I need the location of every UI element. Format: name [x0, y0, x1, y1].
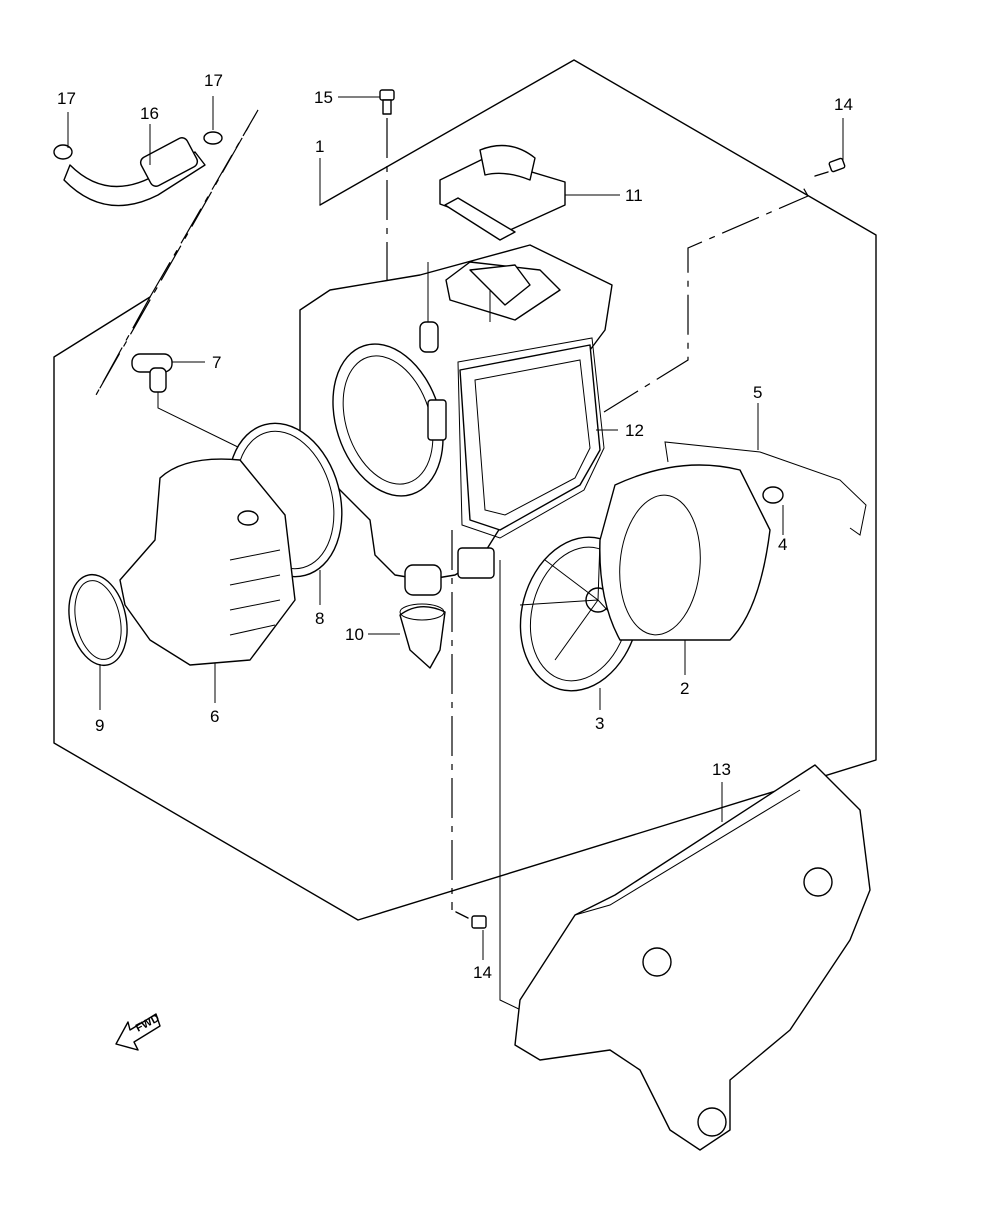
callout-5: 5: [753, 383, 762, 402]
fwd-arrow-icon: FWD: [115, 1012, 162, 1051]
spring-5-part: [664, 441, 867, 536]
drain-plug-10-part: [399, 603, 446, 669]
screw-15-part: [379, 89, 426, 296]
callout-6: 6: [210, 707, 219, 726]
filter-element-2-part: [599, 464, 771, 641]
callout-7: 7: [212, 353, 221, 372]
callout-13: 13: [712, 760, 731, 779]
outlet-tube-6-part: [119, 458, 296, 666]
bolt-14-lower-part: [451, 530, 526, 1013]
air-cleaner-case-part: [299, 244, 613, 596]
callout-4: 4: [778, 535, 787, 554]
breather-hose-part: [53, 131, 223, 207]
bolt-14-upper-part: [814, 157, 846, 177]
callout-10: 10: [345, 625, 364, 644]
inlet-cover-part: [439, 144, 566, 241]
callout-14-lower: 14: [473, 963, 492, 982]
callout-3: 3: [595, 714, 604, 733]
callout-labels: 1 2 3 4 5 6 7 8 9 10 11 12 13 14 14 15 1…: [57, 71, 853, 982]
side-cover-13-part: [514, 764, 871, 1151]
assembly-frame: [53, 59, 877, 921]
callout-17-left: 17: [57, 89, 76, 108]
callout-15: 15: [314, 88, 333, 107]
case-seal-part: [457, 337, 605, 539]
leader-lines: [67, 96, 844, 960]
callout-14-upper: 14: [834, 95, 853, 114]
callout-11: 11: [625, 186, 643, 205]
joint-7-part: [131, 353, 251, 506]
callout-17-right: 17: [204, 71, 223, 90]
callout-9: 9: [95, 716, 104, 735]
callout-16: 16: [140, 104, 159, 123]
callout-1: 1: [315, 137, 324, 156]
callout-8: 8: [315, 609, 324, 628]
callout-12: 12: [625, 421, 644, 440]
clamp-9-part: [68, 573, 128, 667]
callout-2: 2: [680, 679, 689, 698]
